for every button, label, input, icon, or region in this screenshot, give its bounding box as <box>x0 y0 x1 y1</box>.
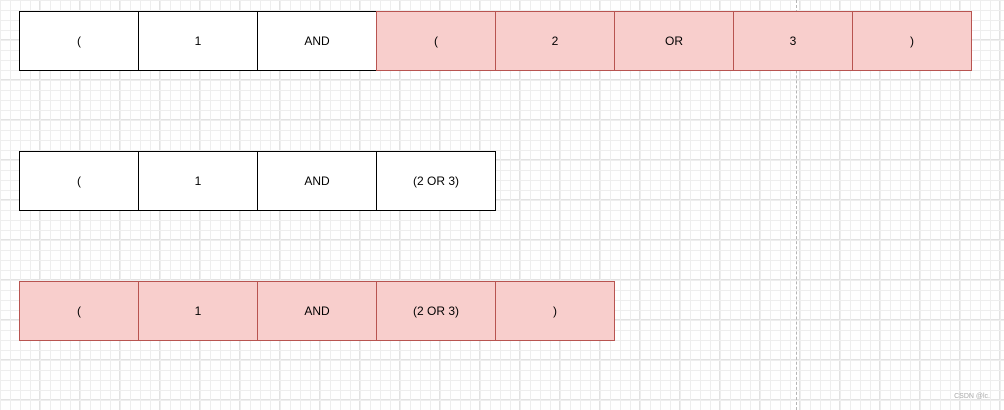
token-cell[interactable]: ( <box>19 11 139 71</box>
token-cell-highlighted[interactable]: (2 OR 3) <box>376 281 496 341</box>
token-cell-highlighted[interactable]: ( <box>19 281 139 341</box>
token-cell-highlighted[interactable]: ( <box>376 11 496 71</box>
vertical-guide-line <box>796 0 797 410</box>
token-row-2: ( 1 AND (2 OR 3) <box>19 151 496 211</box>
watermark: CSDN @lc. <box>954 393 990 400</box>
token-cell[interactable]: (2 OR 3) <box>376 151 496 211</box>
token-cell-highlighted[interactable]: AND <box>257 281 377 341</box>
token-row-1: ( 1 AND ( 2 OR 3 ) <box>19 11 972 71</box>
token-row-3: ( 1 AND (2 OR 3) ) <box>19 281 615 341</box>
token-cell-highlighted[interactable]: OR <box>614 11 734 71</box>
token-cell-highlighted[interactable]: ) <box>852 11 972 71</box>
token-cell[interactable]: 1 <box>138 11 258 71</box>
token-cell-highlighted[interactable]: 1 <box>138 281 258 341</box>
token-cell-highlighted[interactable]: ) <box>495 281 615 341</box>
token-cell[interactable]: AND <box>257 151 377 211</box>
token-cell[interactable]: AND <box>257 11 377 71</box>
token-cell-highlighted[interactable]: 2 <box>495 11 615 71</box>
token-cell-highlighted[interactable]: 3 <box>733 11 853 71</box>
token-cell[interactable]: ( <box>19 151 139 211</box>
token-cell[interactable]: 1 <box>138 151 258 211</box>
